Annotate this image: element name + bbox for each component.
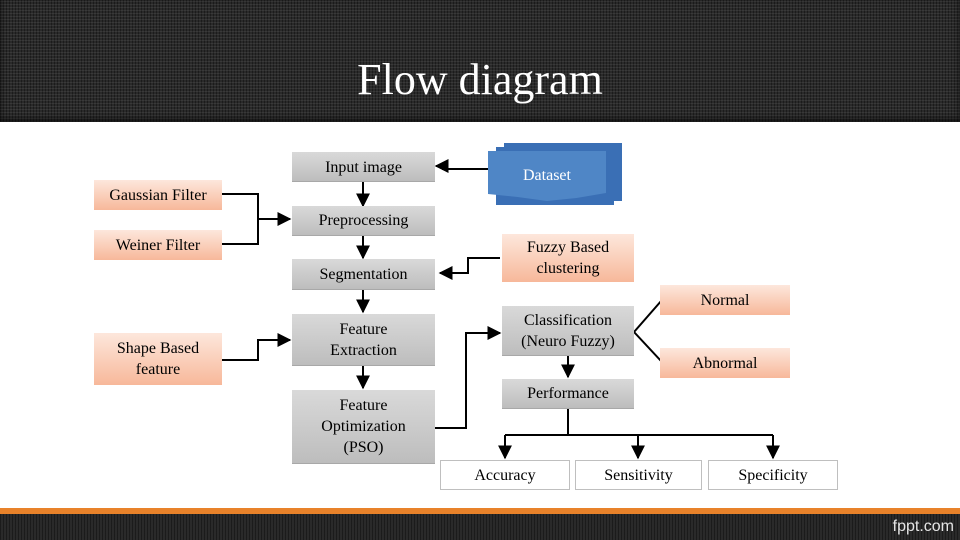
title-banner [0, 0, 960, 122]
weiner-filter-box: Weiner Filter [94, 230, 222, 260]
gaussian-filter-box: Gaussian Filter [94, 180, 222, 210]
arrow-shape-to-extraction [222, 333, 292, 361]
fuzzy-clustering-box: Fuzzy Based clustering [502, 234, 634, 282]
classification-box: Classification (Neuro Fuzzy) [502, 306, 634, 356]
performance-box: Performance [502, 379, 634, 409]
slide-title: Flow diagram [357, 55, 603, 104]
arrow-fuzzy-to-segmentation [438, 257, 500, 280]
feature-extraction-box: Feature Extraction [292, 314, 435, 366]
arrow-optimization-to-classification [434, 326, 502, 429]
fppt-watermark: fppt.com [892, 518, 954, 535]
arrow-dataset-to-input [434, 159, 488, 173]
accuracy-box: Accuracy [440, 460, 570, 490]
dataset-box: Dataset [488, 151, 606, 201]
dataset-stack: Dataset [488, 143, 622, 209]
specificity-box: Specificity [708, 460, 838, 490]
feature-optimization-box: Feature Optimization (PSO) [292, 390, 435, 464]
abnormal-box: Abnormal [660, 348, 790, 378]
input-image-box: Input image [292, 152, 435, 182]
sensitivity-box: Sensitivity [575, 460, 702, 490]
footer-bar [0, 514, 960, 540]
footer-accent-bar [0, 508, 960, 514]
segmentation-box: Segmentation [292, 259, 435, 290]
arrow-filters-to-preprocessing [222, 193, 290, 245]
preprocessing-box: Preprocessing [292, 206, 435, 236]
normal-box: Normal [660, 285, 790, 315]
shape-based-feature-box: Shape Based feature [94, 333, 222, 385]
